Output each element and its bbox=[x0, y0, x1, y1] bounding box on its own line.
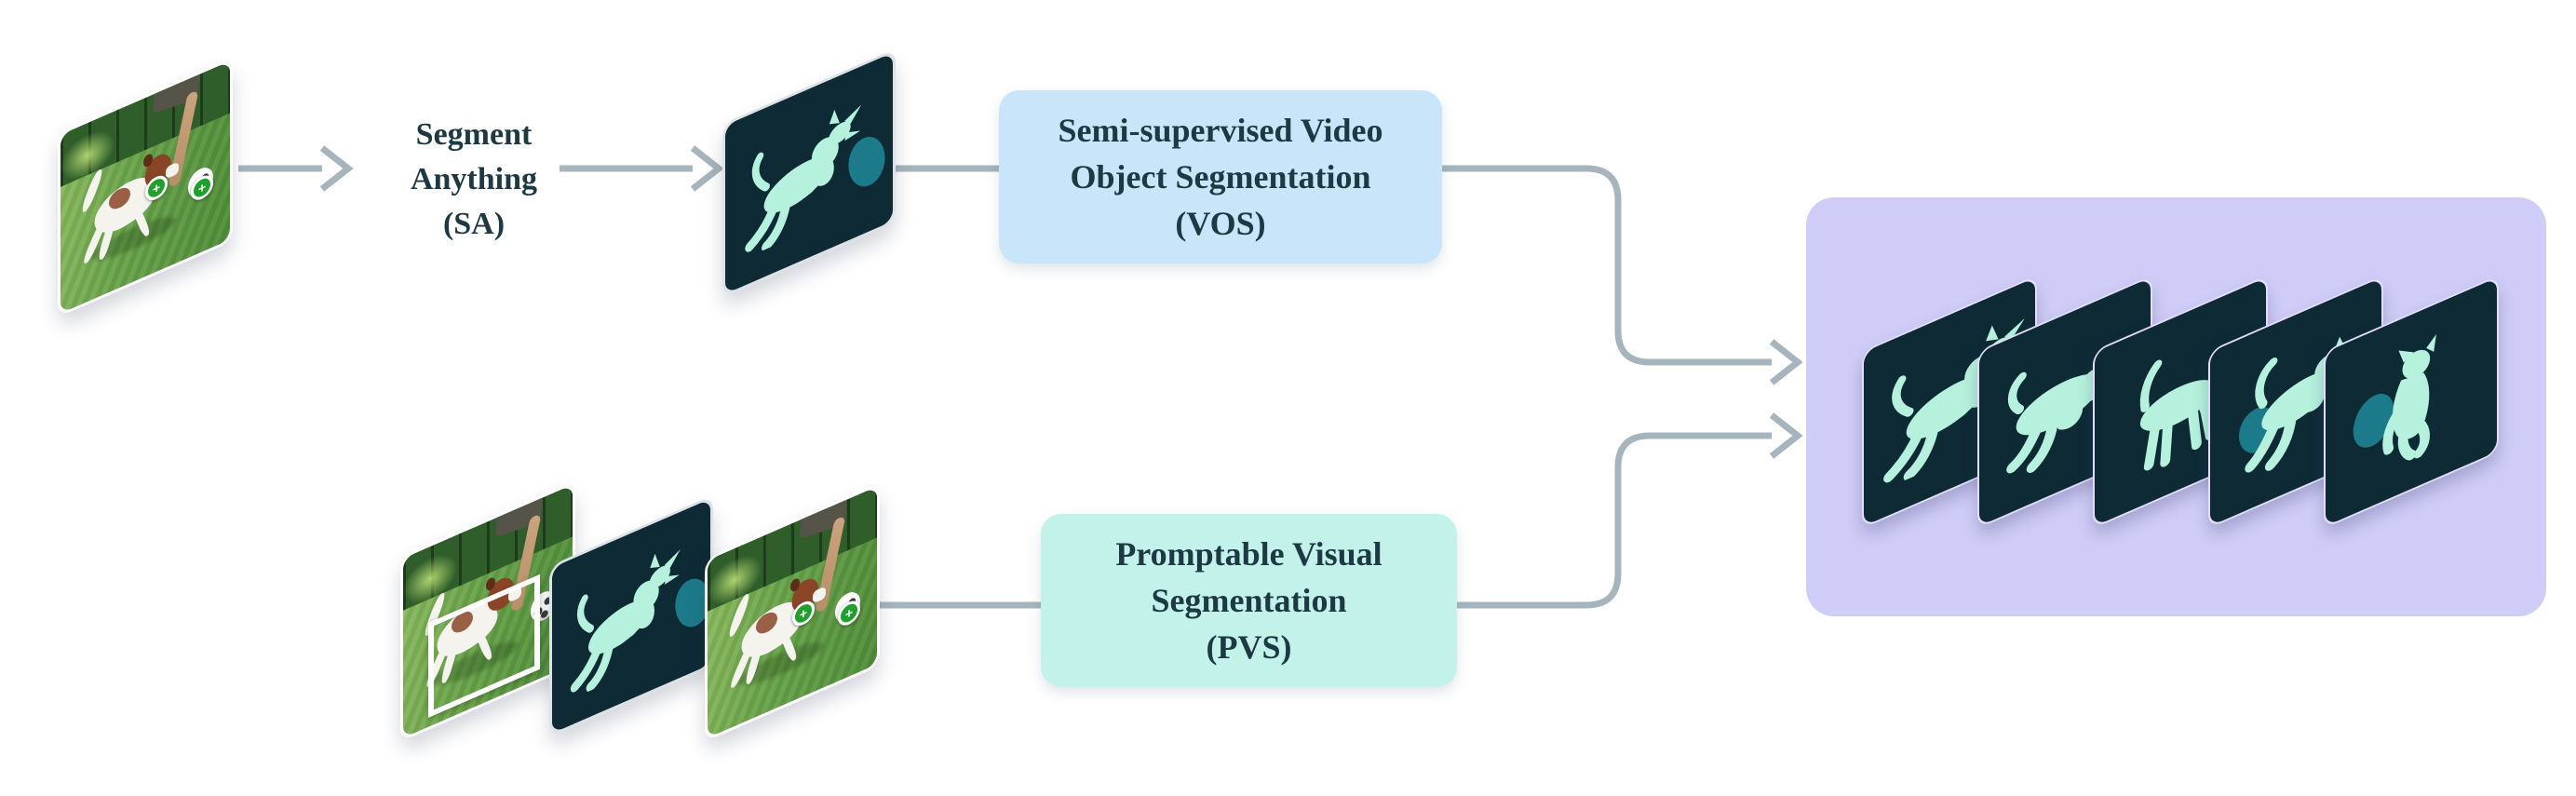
arrowhead-icon bbox=[690, 145, 724, 192]
mask-prompt-frame bbox=[549, 494, 713, 737]
dog-mask-silhouette-jump bbox=[744, 104, 861, 252]
vos-box: Semi-supervised Video Object Segmentatio… bbox=[999, 90, 1442, 263]
vos-label-line1: Semi-supervised Video bbox=[1058, 112, 1383, 149]
sa-label-line2: Anything bbox=[410, 162, 538, 196]
output-frame-5 bbox=[2324, 275, 2499, 529]
vos-label-line3: (VOS) bbox=[1175, 205, 1266, 242]
arrowhead-icon bbox=[1769, 412, 1803, 459]
plus-icon: + bbox=[152, 179, 161, 197]
segment-anything-label: Segment Anything (SA) bbox=[362, 113, 586, 247]
sa-label-line1: Segment bbox=[415, 117, 533, 152]
dog-mask-silhouette-jump bbox=[570, 549, 681, 693]
pvs-label-line3: (PVS) bbox=[1206, 628, 1292, 666]
plus-icon: + bbox=[845, 603, 854, 623]
mask-frame bbox=[722, 48, 896, 298]
pvs-label-line2: Segmentation bbox=[1151, 582, 1347, 619]
dog-mask-silhouette-upright-with-ball bbox=[2353, 333, 2436, 461]
arrowhead-icon bbox=[1769, 339, 1803, 385]
output-masklet-panel bbox=[1806, 197, 2546, 616]
pvs-box: Promptable Visual Segmentation (PVS) bbox=[1041, 514, 1457, 687]
arrowhead-icon bbox=[319, 145, 354, 192]
plus-icon: + bbox=[198, 179, 207, 197]
vos-label-line2: Object Segmentation bbox=[1070, 158, 1371, 196]
sa-label-line3: (SA) bbox=[442, 207, 506, 241]
pvs-label-line1: Promptable Visual bbox=[1115, 535, 1382, 573]
plus-icon: + bbox=[799, 603, 808, 623]
line-pvs-to-output bbox=[1457, 432, 1772, 609]
line-vos-to-output bbox=[1442, 165, 1772, 366]
